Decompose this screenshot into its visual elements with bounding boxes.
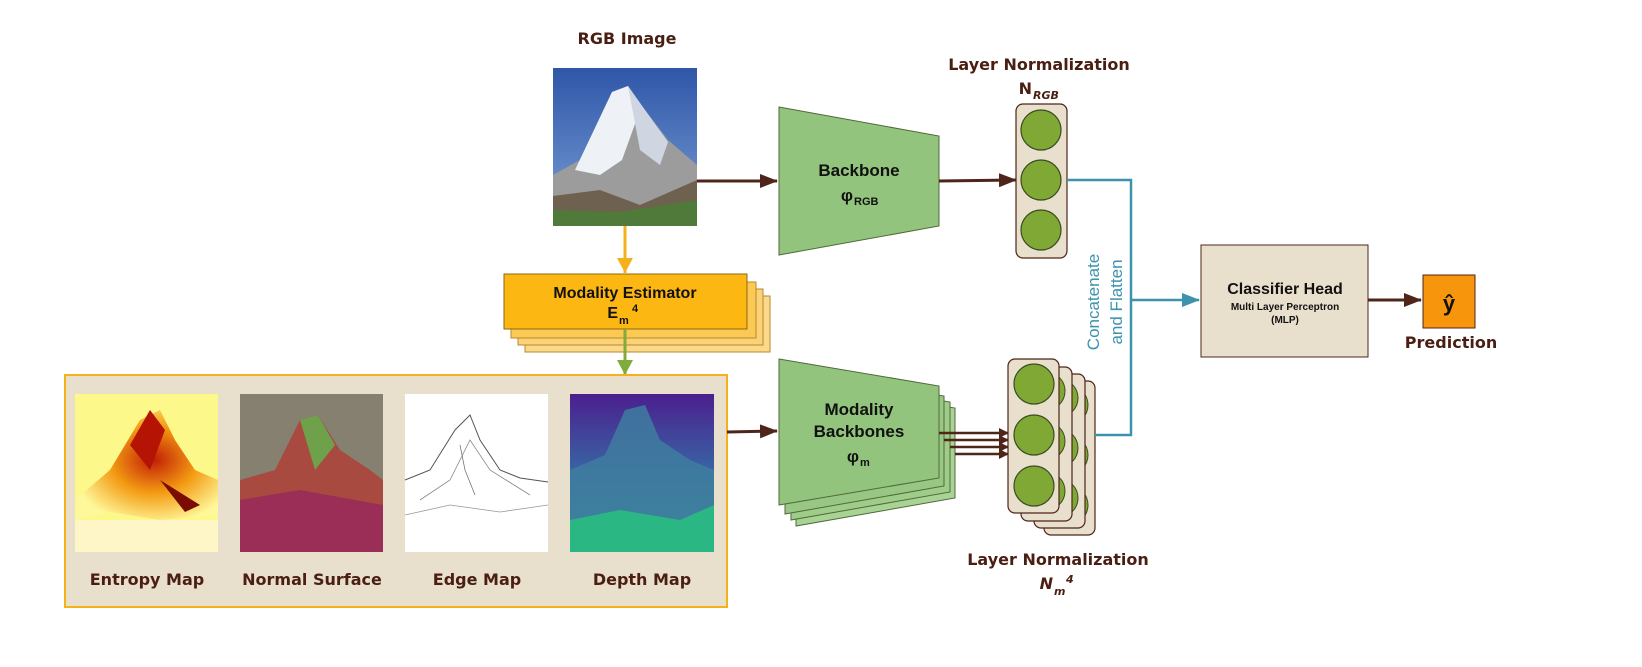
modality-estimator: Modality Estimator E m 4	[503, 273, 771, 353]
classifier-line2: Multi Layer Perceptron	[1231, 302, 1339, 313]
prediction-label: Prediction	[1405, 333, 1497, 352]
norm-m-circle-3	[1013, 465, 1055, 507]
backbone-symbol: φ	[841, 186, 853, 205]
layer-norm-m-block	[1007, 358, 1096, 536]
estimator-superscript: 4	[632, 303, 639, 315]
arrow-rgb-to-estimator-head	[617, 258, 633, 273]
map-label-depth: Depth Map	[593, 570, 691, 589]
layer-norm-m-title: Layer Normalization	[967, 550, 1149, 569]
layer-norm-m-superscript: 4	[1065, 573, 1074, 586]
layer-norm-rgb-title: Layer Normalization	[948, 55, 1130, 74]
prediction-symbol: ŷ	[1443, 291, 1456, 316]
modality-backbones: Modality Backbones φ m	[778, 358, 956, 527]
modality-backbones-symbol: φ	[847, 447, 859, 466]
map-label-edge: Edge Map	[433, 570, 521, 589]
concat-label-line1: Concatenate	[1084, 254, 1103, 350]
concat-connector	[1067, 178, 1200, 437]
norm-rgb-circle-3	[1020, 209, 1062, 251]
classifier-title: Classifier Head	[1227, 281, 1343, 298]
prediction-box: ŷ	[1422, 274, 1476, 329]
depth-map-image	[570, 394, 714, 552]
backbone-title: Backbone	[818, 161, 899, 180]
layer-norm-rgb-block	[1015, 103, 1068, 259]
backbone-rgb: Backbone φ RGB	[778, 106, 940, 256]
norm-rgb-circle-2	[1020, 159, 1062, 201]
classifier-line3: (MLP)	[1271, 315, 1299, 326]
estimator-title: Modality Estimator	[553, 285, 696, 302]
modality-backbones-line1: Modality	[825, 400, 894, 419]
modality-backbones-line2: Backbones	[814, 422, 905, 441]
modality-backbones-subscript: m	[860, 457, 870, 469]
layer-norm-rgb-symbol: N	[1019, 79, 1032, 98]
estimator-subscript: m	[619, 315, 629, 327]
normal-surface-image	[240, 394, 383, 552]
layer-norm-m-subscript: m	[1054, 585, 1065, 598]
norm-m-circle-1	[1013, 363, 1055, 405]
layer-norm-rgb-subscript: RGB	[1033, 89, 1059, 102]
edge-map-image	[404, 394, 549, 552]
arrow-backbone-to-norm	[938, 173, 1017, 188]
estimator-symbol: E	[607, 305, 618, 322]
arrow-maps-to-backbones	[726, 424, 778, 439]
norm-rgb-circle-1	[1020, 109, 1062, 151]
classifier-head: Classifier Head Multi Layer Perceptron (…	[1200, 244, 1369, 358]
rgb-image-label: RGB Image	[578, 29, 677, 48]
map-label-normal: Normal Surface	[242, 570, 382, 589]
layer-norm-m-symbol: N	[1040, 574, 1054, 593]
norm-m-circle-2	[1013, 414, 1055, 456]
concat-label-line2: and Flatten	[1107, 259, 1126, 344]
map-label-entropy: Entropy Map	[90, 570, 204, 589]
entropy-map-image	[75, 394, 218, 552]
arrows-backbones-to-norms	[939, 428, 1009, 459]
backbone-subscript: RGB	[854, 196, 879, 208]
rgb-image	[553, 68, 697, 226]
arrow-estimator-to-maps-head	[617, 360, 633, 375]
